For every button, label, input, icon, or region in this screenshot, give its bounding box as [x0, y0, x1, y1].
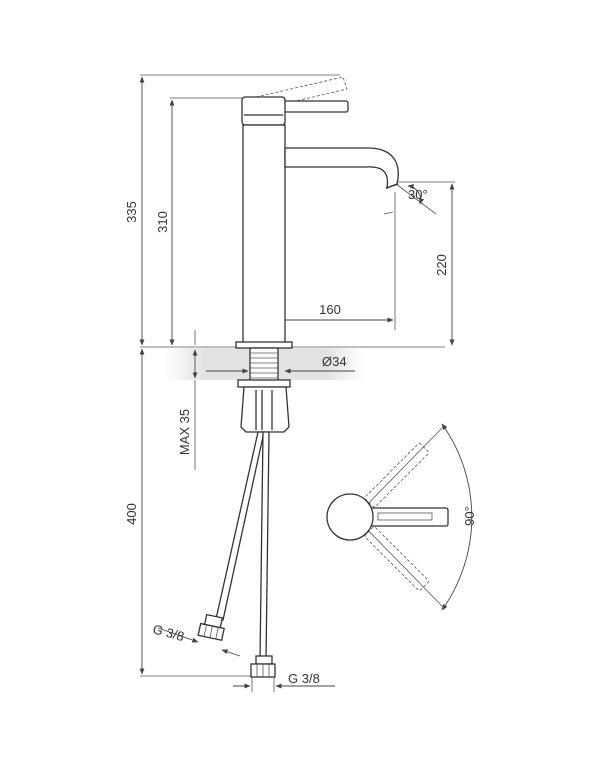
- dimension-lines: [139, 76, 455, 692]
- dim-max-thickness: MAX 35: [177, 409, 192, 455]
- dim-connection-right: G 3/8: [288, 671, 320, 686]
- dim-spout-angle: 30°: [408, 187, 428, 202]
- dim-hole-diameter: Ø34: [322, 354, 347, 369]
- dim-body-height: 310: [155, 211, 170, 233]
- dim-hose-length: 400: [124, 503, 139, 525]
- faucet-side-view: [197, 76, 399, 678]
- dim-connection-left: G 3/8: [151, 621, 186, 644]
- faucet-top-view: [326, 423, 473, 611]
- dim-spout-reach: 160: [319, 302, 341, 317]
- dim-spout-height: 220: [434, 254, 449, 276]
- dim-total-height: 335: [124, 201, 139, 223]
- dim-lever-rotation: 90°: [462, 506, 477, 526]
